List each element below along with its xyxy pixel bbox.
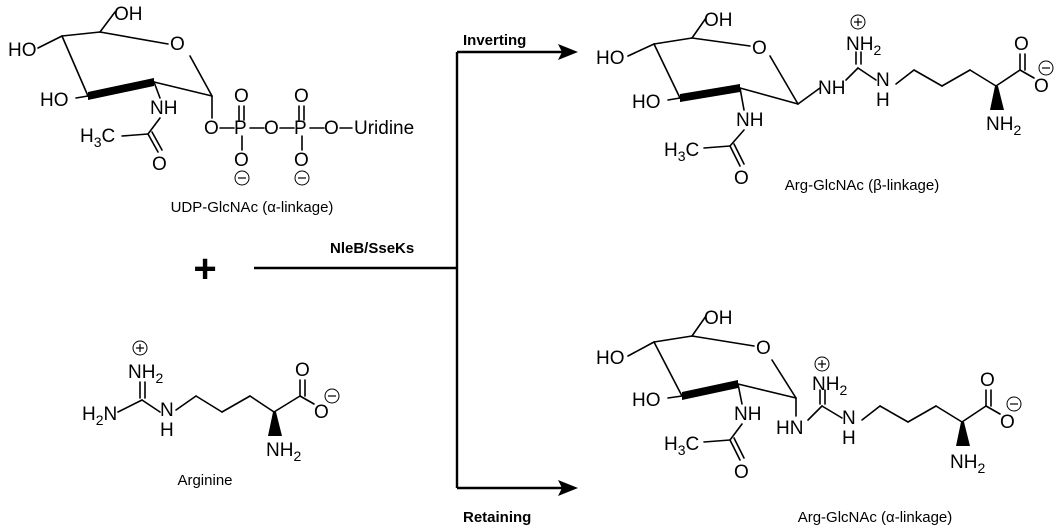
udp-glcnac-structure: OH HO O HO NH H3C O O O P O O O P O O Ur… [8, 4, 414, 186]
inverting-label: Inverting [463, 32, 526, 49]
positive-charge-icon [850, 14, 866, 30]
atom-n: N [842, 408, 856, 429]
atom-o: O [980, 370, 995, 391]
reaction-arrows [254, 44, 578, 496]
atom-o: O [234, 86, 249, 107]
atom-oh: OH [704, 10, 733, 31]
positive-charge-icon [132, 340, 148, 356]
atom-o: O [294, 150, 309, 171]
atom-n: N [876, 70, 890, 91]
udp-glcnac-label: UDP-GlcNAc (α-linkage) [171, 199, 334, 216]
retaining-label: Retaining [463, 509, 531, 526]
atom-n-h: H [842, 428, 856, 449]
atom-o: O [152, 154, 167, 175]
plus-sign: + [193, 247, 216, 291]
atom-oh: OH [114, 4, 143, 25]
atom-h3c: H3C [664, 140, 699, 164]
enzyme-label: NleB/SseKs [330, 240, 414, 257]
arg-glcnac-beta-structure: OH HO O HO NH H3C O NH NH2 N H NH2 O O [596, 10, 1054, 189]
atom-o: O [734, 168, 749, 189]
atom-ring-o: O [756, 338, 771, 359]
atom-ring-o: O [170, 34, 185, 55]
product-beta-label: Arg-GlcNAc (β-linkage) [785, 177, 940, 194]
arginine-structure: NH2 H2N N H NH2 O O [82, 340, 340, 464]
atom-o: O [204, 118, 219, 139]
atom-n-h: H [876, 90, 890, 111]
atom-h2n: H2N [82, 404, 117, 428]
atom-p: P [234, 118, 247, 139]
atom-nh2: NH2 [950, 452, 985, 476]
atom-h3c: H3C [80, 126, 115, 150]
negative-charge-icon [1006, 396, 1022, 412]
atom-o: O [1034, 76, 1049, 97]
atom-nh2: NH2 [846, 34, 881, 58]
atom-o: O [314, 402, 329, 423]
atom-nh: NH [818, 78, 845, 99]
atom-n-h: H [160, 420, 174, 441]
product-alpha-label: Arg-GlcNAc (α-linkage) [798, 509, 953, 526]
atom-n: N [160, 400, 174, 421]
atom-uridine: Uridine [354, 118, 414, 139]
atom-o: O [1014, 34, 1029, 55]
atom-o: O [294, 86, 309, 107]
atom-o: O [234, 150, 249, 171]
atom-ho: HO [632, 390, 661, 411]
atom-h3c: H3C [664, 434, 699, 458]
atom-o: O [324, 118, 339, 139]
atom-ho: HO [632, 92, 661, 113]
atom-ho: HO [8, 40, 37, 61]
positive-charge-icon [814, 356, 830, 372]
atom-nh2: NH2 [128, 362, 163, 386]
atom-nh: NH [734, 404, 761, 425]
atom-p: P [294, 118, 307, 139]
atom-ho: HO [596, 348, 625, 369]
atom-nh2: NH2 [986, 114, 1021, 138]
negative-charge-icon [294, 170, 310, 186]
atom-nh2: NH2 [812, 374, 847, 398]
atom-ring-o: O [752, 38, 767, 59]
arg-glcnac-alpha-structure: OH HO O HO NH H3C O HN NH2 N H NH2 O O [596, 308, 1022, 483]
negative-charge-icon [324, 388, 340, 404]
negative-charge-icon [1038, 60, 1054, 76]
atom-ho: HO [596, 48, 625, 69]
atom-nh: NH [736, 110, 763, 131]
atom-ho: HO [40, 90, 69, 111]
atom-nh: NH [150, 98, 177, 119]
atom-o: O [295, 360, 310, 381]
negative-charge-icon [234, 170, 250, 186]
atom-o: O [734, 462, 749, 483]
atom-nh2: NH2 [266, 440, 301, 464]
atom-o: O [1000, 412, 1015, 433]
atom-oh: OH [704, 308, 733, 329]
atom-o: O [264, 118, 279, 139]
arginine-label: Arginine [177, 472, 232, 489]
atom-hn: HN [776, 418, 803, 439]
